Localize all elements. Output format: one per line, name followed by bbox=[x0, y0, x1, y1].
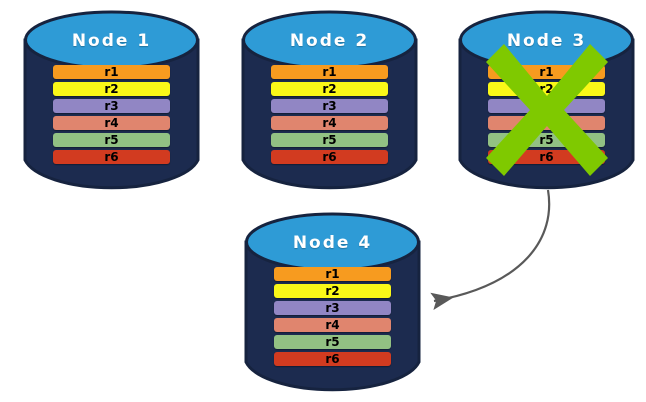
data-row-label: r3 bbox=[104, 99, 119, 113]
data-row-r3: r3 bbox=[53, 99, 170, 113]
data-row-r4: r4 bbox=[271, 116, 388, 130]
data-row-label: r2 bbox=[104, 82, 119, 96]
node-4-row-list: r1 r2 r3 r4 r5 r6 bbox=[244, 267, 421, 369]
data-row-r4: r4 bbox=[53, 116, 170, 130]
data-row-r1: r1 bbox=[53, 65, 170, 79]
data-row-r2: r2 bbox=[274, 284, 391, 298]
node-1-row-list: r1 r2 r3 r4 r5 r6 bbox=[23, 65, 200, 167]
node-2-row-list: r1 r2 r3 r4 r5 r6 bbox=[241, 65, 418, 167]
data-row-label: r6 bbox=[104, 150, 119, 164]
data-row-label: r6 bbox=[322, 150, 337, 164]
data-row-r2: r2 bbox=[53, 82, 170, 96]
data-row-label: r4 bbox=[104, 116, 119, 130]
data-row-label: r3 bbox=[322, 99, 337, 113]
data-row-r1: r1 bbox=[271, 65, 388, 79]
data-row-r5: r5 bbox=[274, 335, 391, 349]
data-row-label: r2 bbox=[322, 82, 337, 96]
data-row-r3: r3 bbox=[274, 301, 391, 315]
data-row-r4: r4 bbox=[274, 318, 391, 332]
data-row-label: r1 bbox=[325, 267, 340, 281]
data-row-label: r6 bbox=[325, 352, 340, 366]
data-row-r6: r6 bbox=[53, 150, 170, 164]
data-row-label: r4 bbox=[325, 318, 340, 332]
data-row-r2: r2 bbox=[271, 82, 388, 96]
data-row-r5: r5 bbox=[271, 133, 388, 147]
data-row-label: r2 bbox=[325, 284, 340, 298]
data-row-label: r5 bbox=[325, 335, 340, 349]
data-row-r3: r3 bbox=[271, 99, 388, 113]
data-row-label: r1 bbox=[322, 65, 337, 79]
data-row-label: r4 bbox=[322, 116, 337, 130]
data-row-label: r3 bbox=[325, 301, 340, 315]
data-row-r1: r1 bbox=[274, 267, 391, 281]
data-row-label: r5 bbox=[322, 133, 337, 147]
data-row-label: r5 bbox=[104, 133, 119, 147]
data-row-label: r1 bbox=[104, 65, 119, 79]
data-row-r6: r6 bbox=[271, 150, 388, 164]
data-row-r5: r5 bbox=[53, 133, 170, 147]
data-row-r6: r6 bbox=[274, 352, 391, 366]
